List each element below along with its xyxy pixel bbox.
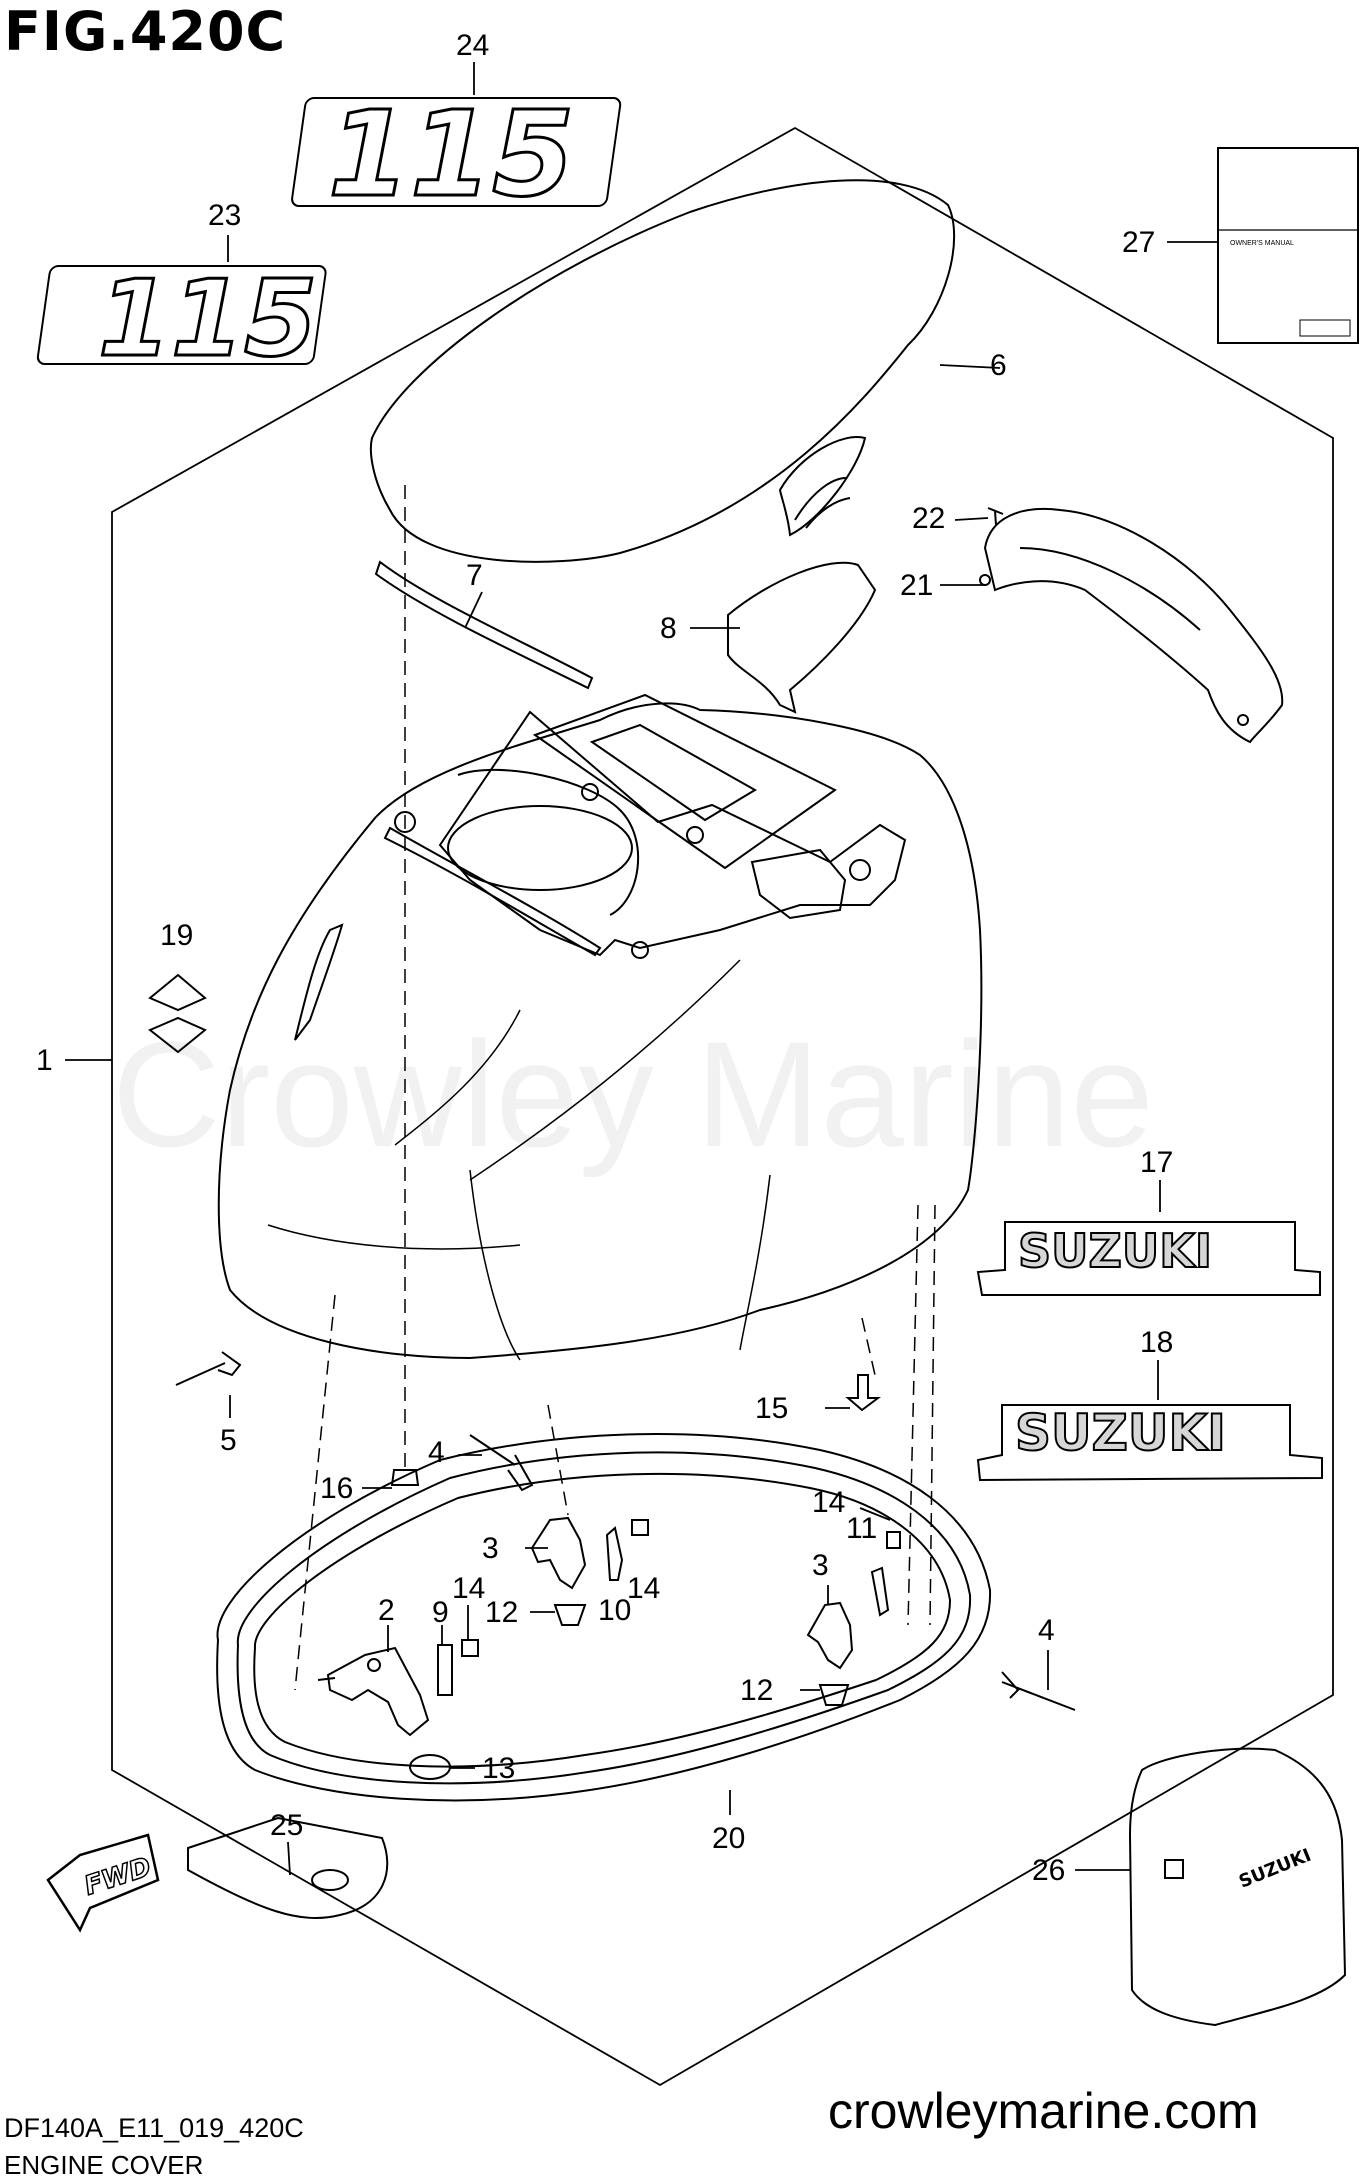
decal-23-number: 115 — [98, 258, 317, 380]
part-23-decal-frame — [36, 265, 327, 365]
part-1-engine-cover — [217, 693, 983, 1361]
callout-9: 9 — [432, 1596, 449, 1629]
assembly-outline — [111, 126, 1334, 2087]
callout-11: 11 — [846, 1512, 877, 1545]
part-16-grommet — [390, 1469, 420, 1486]
callout-4-front: 4 — [428, 1436, 445, 1469]
part-3-latch-right — [806, 1601, 854, 1670]
callout-14-a: 14 — [452, 1572, 485, 1605]
callout-23: 23 — [208, 199, 241, 232]
part-4-rod-front — [469, 1434, 534, 1492]
part-8-cover — [727, 561, 877, 714]
decal-18-suzuki: SUZUKI — [1015, 1404, 1226, 1462]
part-12-grommet-top — [553, 1604, 587, 1626]
part-14-bolt-a — [461, 1639, 479, 1657]
part-4-rod-rear — [1001, 1671, 1076, 1711]
callout-2: 2 — [378, 1594, 395, 1627]
part-2-bracket — [326, 1646, 430, 1737]
callout-6: 6 — [990, 349, 1007, 382]
part-3-latch-left — [530, 1516, 587, 1590]
callout-14-b: 14 — [627, 1572, 660, 1605]
handle-bolt-hole-rear — [1237, 714, 1249, 726]
part-11-bracket — [870, 1566, 890, 1617]
callout-8: 8 — [660, 612, 677, 645]
website-url[interactable]: crowleymarine.com — [828, 2083, 1259, 2139]
part-18-suzuki-decal — [976, 1404, 1323, 1482]
callout-24: 24 — [456, 29, 489, 62]
bracket-hole — [367, 1658, 381, 1672]
callout-18: 18 — [1140, 1326, 1173, 1359]
callout-4-rear: 4 — [1038, 1614, 1055, 1647]
callout-25: 25 — [270, 1809, 303, 1842]
figure-caption: ENGINE COVER — [4, 2150, 204, 2180]
callout-7: 7 — [466, 559, 483, 592]
part-5-rivet — [175, 1351, 242, 1386]
cover-label-patch — [1164, 1859, 1184, 1879]
decal-17-suzuki: SUZUKI — [1018, 1224, 1212, 1278]
part-26-storage-cover — [1128, 1747, 1347, 2027]
part-12-grommet-bottom — [818, 1684, 850, 1706]
part-9-rod — [437, 1644, 453, 1696]
callout-21: 21 — [900, 569, 933, 602]
part-10-bracket — [605, 1526, 624, 1581]
bag-tie — [311, 1869, 349, 1891]
decal-24-number: 115 — [328, 85, 574, 223]
part-27-owners-manual — [1217, 147, 1359, 344]
callout-13: 13 — [482, 1752, 515, 1785]
callout-14-c: 14 — [812, 1486, 845, 1519]
part-24-decal-frame — [291, 97, 622, 207]
part-13-foot — [409, 1754, 451, 1780]
assembly-dashed-lines — [294, 485, 936, 1691]
cover-26-logo: SUZUKI — [1236, 1845, 1314, 1893]
callout-26: 26 — [1032, 1854, 1065, 1887]
part-25-bag — [187, 1816, 389, 1919]
manual-label: OWNER'S MANUAL — [1230, 240, 1294, 247]
callout-5: 5 — [220, 1424, 237, 1457]
callout-16: 16 — [320, 1472, 353, 1505]
part-17-suzuki-decal — [976, 1221, 1321, 1296]
figure-title: FIG.420C — [4, 0, 287, 63]
bracket-pin — [317, 1677, 336, 1681]
part-7-seal-strip — [374, 560, 594, 690]
leader-lines — [65, 62, 1218, 1876]
callout-27: 27 — [1122, 226, 1155, 259]
callout-17: 17 — [1140, 1146, 1173, 1179]
part-19-s-emblem — [148, 973, 207, 1054]
part-14-bolt-c — [886, 1531, 901, 1549]
handle-bolt-hole — [979, 574, 991, 586]
model-code: DF140A_E11_019_420C — [4, 2113, 304, 2143]
part-15-screw — [845, 1374, 881, 1412]
callout-numbers: 1 2 3 3 4 4 5 6 7 8 9 10 11 12 12 13 14 … — [36, 29, 1173, 1887]
callout-15: 15 — [755, 1392, 788, 1425]
callout-12-top: 12 — [485, 1596, 518, 1629]
callout-1: 1 — [36, 1044, 53, 1077]
fwd-arrow — [46, 1833, 160, 1933]
callout-22: 22 — [912, 502, 945, 535]
handle-inner-line — [1019, 547, 1201, 631]
part-6-top-cowl — [369, 179, 956, 563]
callout-19: 19 — [160, 919, 193, 952]
part-21-handle — [983, 508, 1284, 744]
callout-10: 10 — [598, 1594, 631, 1627]
callout-20: 20 — [712, 1822, 745, 1855]
callout-3-left: 3 — [482, 1532, 499, 1565]
callout-3-right: 3 — [812, 1549, 829, 1582]
part-14-bolt-b — [631, 1519, 649, 1536]
fwd-arrow-label: FWD — [81, 1852, 155, 1902]
callout-12-bottom: 12 — [740, 1674, 773, 1707]
part-22-screw — [987, 507, 1004, 526]
